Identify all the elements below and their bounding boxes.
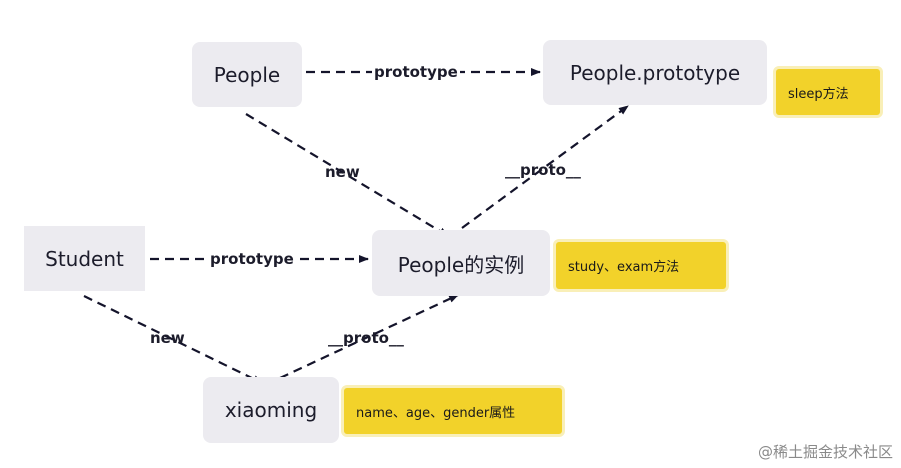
note-study-exam-method: study、exam方法 — [553, 239, 729, 292]
edge-label-instance-proto: __proto__ — [505, 161, 581, 179]
edge-label-people-new: new — [325, 163, 360, 181]
edge-label-student-new: new — [150, 329, 185, 347]
node-student: Student — [24, 226, 145, 291]
node-people-label: People — [213, 62, 281, 87]
edge-xiaoming-proto — [279, 294, 459, 379]
node-people-prototype: People.prototype — [543, 40, 767, 105]
note-study-exam-method-text: study、exam方法 — [568, 260, 680, 275]
node-xiaoming: xiaoming — [203, 377, 339, 443]
node-student-label: Student — [45, 246, 124, 271]
edge-student-new — [83, 295, 263, 384]
note-attributes-text: name、age、gender属性 — [356, 405, 516, 421]
node-people-instance: People的实例 — [372, 230, 550, 296]
note-sleep-method-text: sleep方法 — [788, 86, 849, 102]
watermark: @稀土掘金技术社区 — [757, 443, 893, 461]
node-people: People — [192, 42, 302, 107]
edge-instance-proto — [461, 105, 629, 229]
edge-label-student-prototype: prototype — [208, 250, 296, 268]
note-attributes: name、age、gender属性 — [341, 385, 565, 437]
note-sleep-method: sleep方法 — [773, 66, 883, 118]
node-people-prototype-label: People.prototype — [569, 60, 741, 85]
edge-people-new — [245, 113, 449, 237]
edge-label-xiaoming-proto: __proto__ — [328, 329, 404, 347]
node-people-instance-label: People的实例 — [397, 252, 525, 277]
edge-label-people-prototype: prototype — [372, 63, 460, 81]
node-xiaoming-label: xiaoming — [224, 398, 318, 422]
